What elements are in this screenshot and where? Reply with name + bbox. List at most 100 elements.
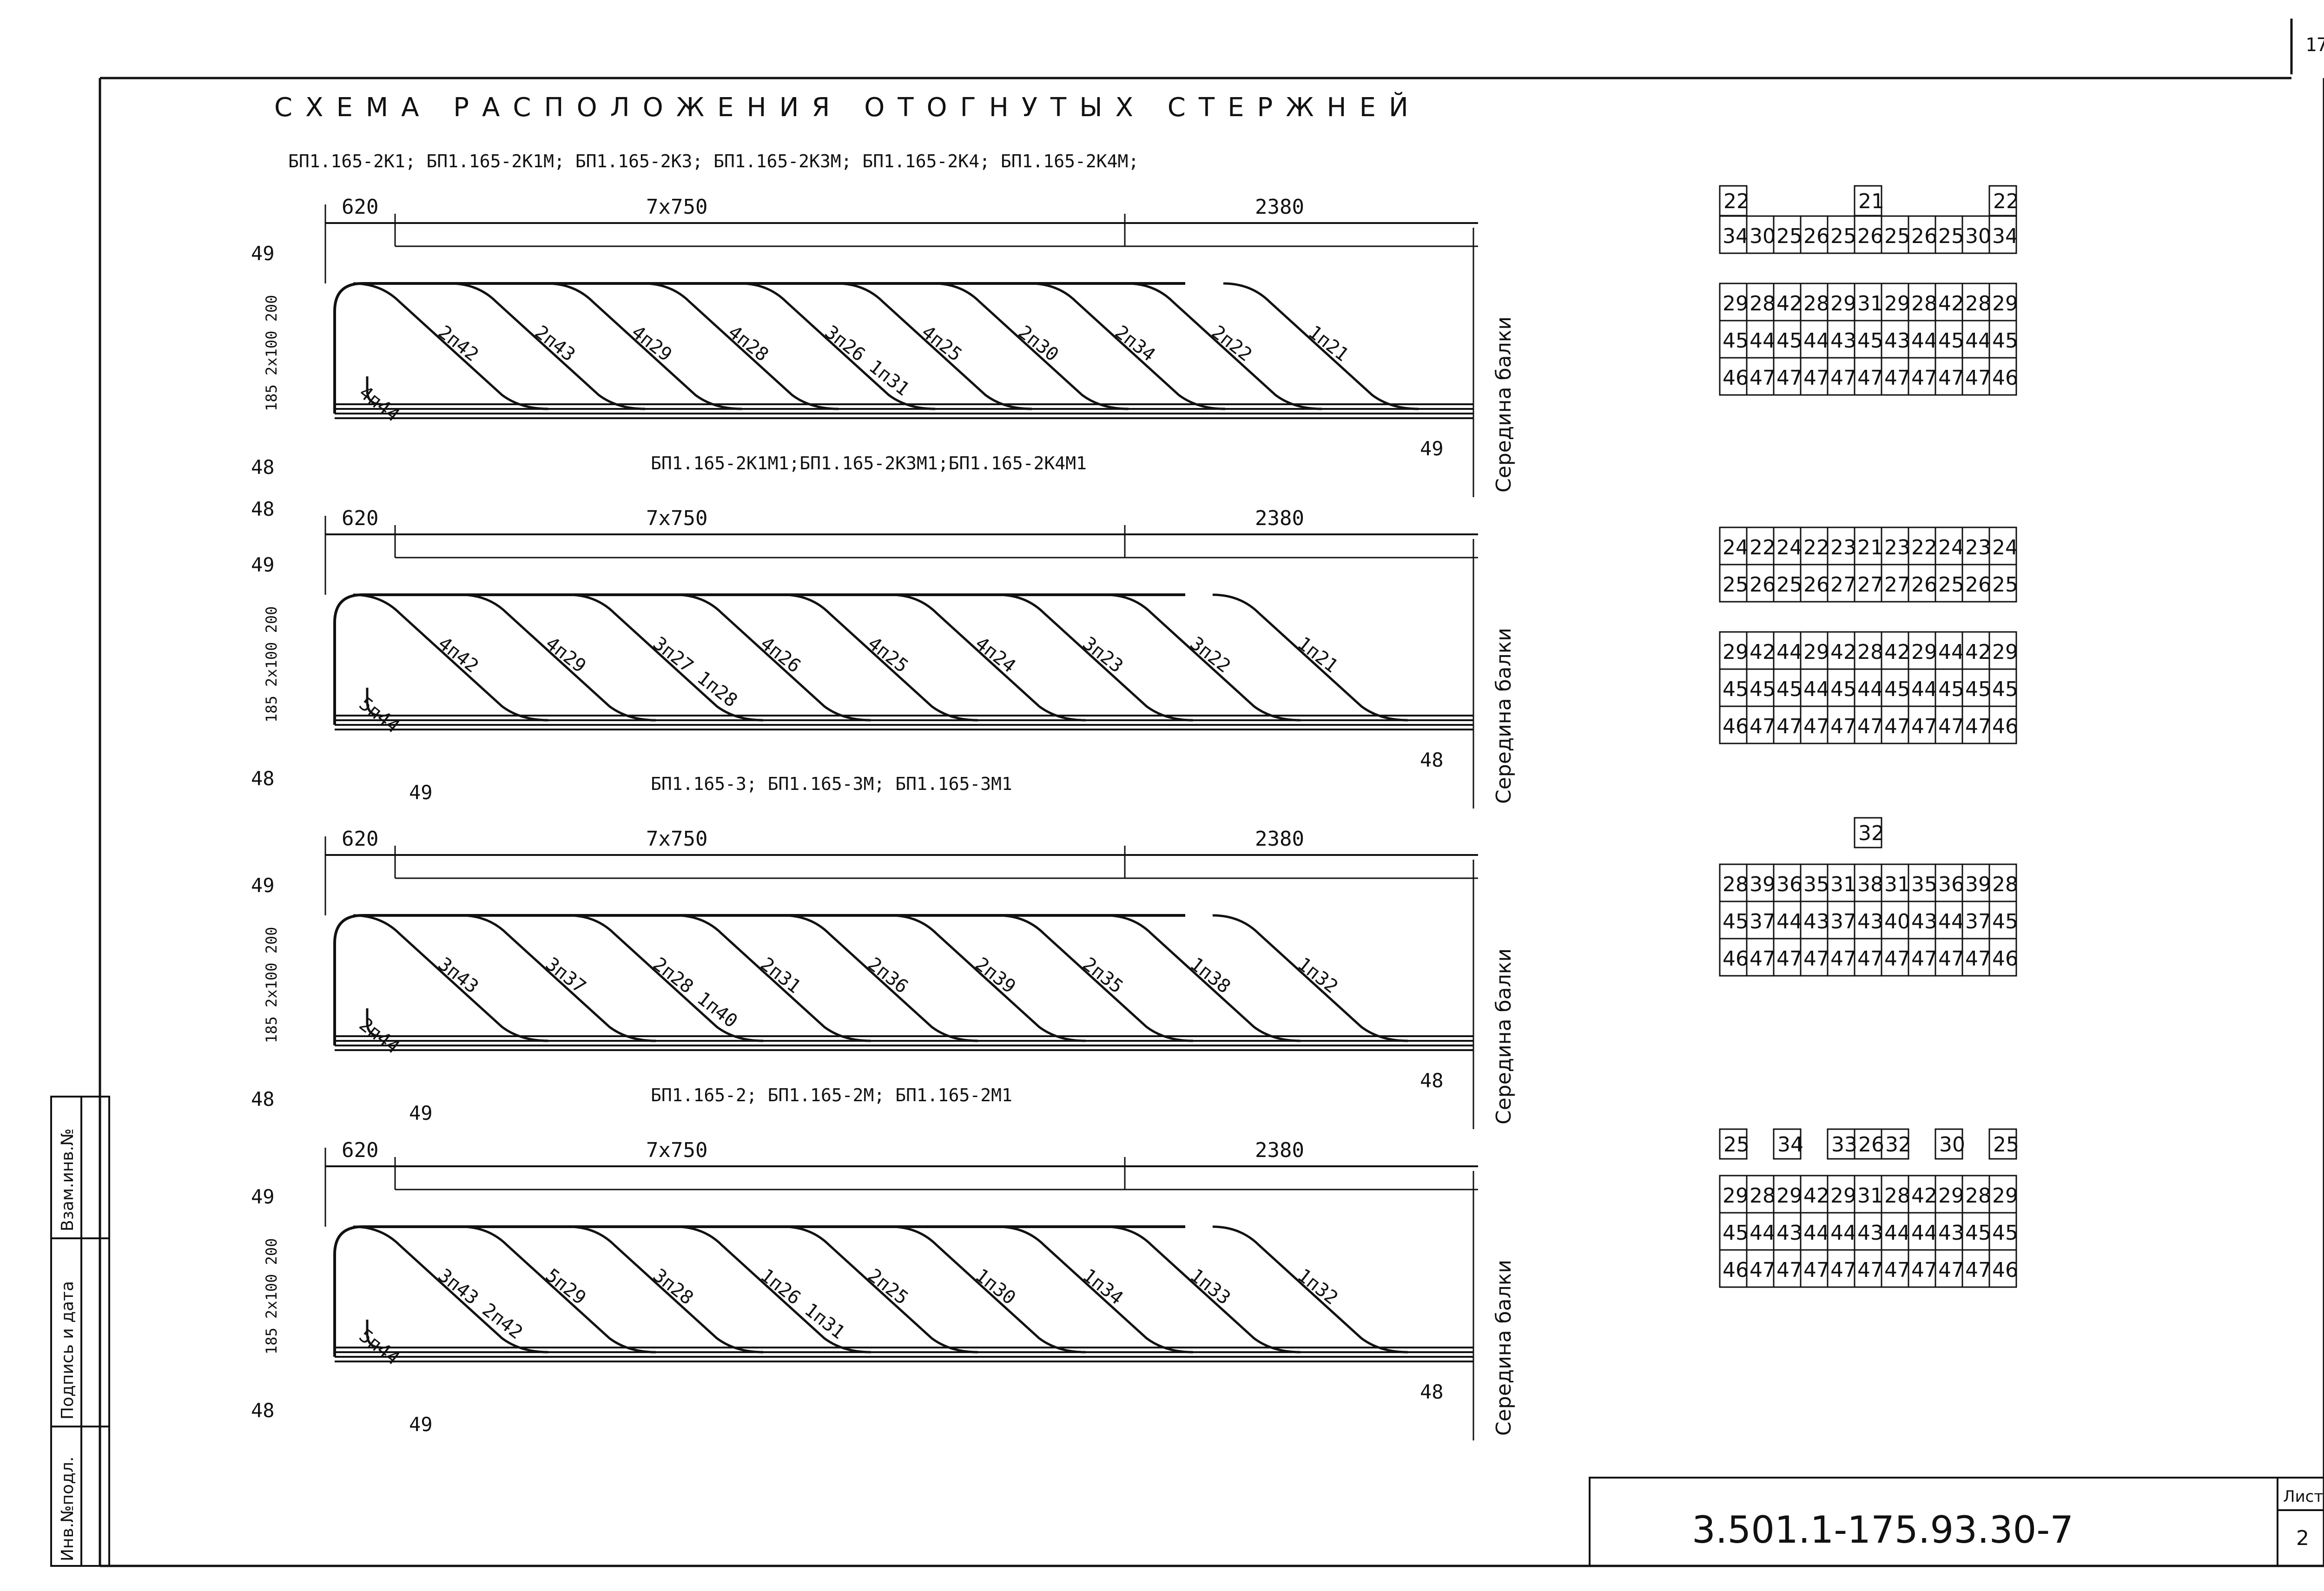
corner-bar-label: 5п44 <box>355 1325 403 1370</box>
bent-bar <box>997 593 1193 722</box>
code-cell: 45 <box>1723 329 1749 353</box>
code-cell: 47 <box>1965 366 1991 390</box>
code-cell: 23 <box>1830 536 1856 559</box>
bar-label: 4п29 <box>541 633 590 677</box>
code-cell: 47 <box>1803 715 1829 738</box>
code-cell: 47 <box>1938 715 1964 738</box>
code-cell: 43 <box>1884 329 1910 353</box>
code-cell: 45 <box>1992 329 2018 353</box>
code-cell: 29 <box>1830 292 1856 316</box>
bar-label: 1п32 <box>1294 953 1342 998</box>
code-cell: 42 <box>1884 640 1910 664</box>
code-cell: 23 <box>1965 536 1991 559</box>
bent-bar <box>643 282 839 410</box>
dim-last: 2380 <box>1255 506 1304 530</box>
code-cell: 25 <box>1830 224 1856 248</box>
page-number: 17 <box>2305 34 2324 56</box>
code-cell: 31 <box>1830 873 1856 896</box>
code-cell: 25 <box>1776 224 1802 248</box>
bar-label: 1п21 <box>1294 633 1342 677</box>
code-cell: 36 <box>1938 873 1964 896</box>
code-cell: 47 <box>1750 715 1776 738</box>
mark-bottom-left: 48 <box>251 767 275 790</box>
code-cell: 44 <box>1803 329 1829 353</box>
code-cell: 37 <box>1750 910 1776 934</box>
bar-label: 4п28 <box>724 322 772 366</box>
dim-middle: 7x750 <box>646 506 707 530</box>
code-cell: 29 <box>1803 640 1829 664</box>
bar-label: 1п30 <box>971 1265 1019 1309</box>
code-cell: 47 <box>1911 947 1937 971</box>
code-cell: 25 <box>1938 224 1964 248</box>
code-cell: 29 <box>1938 1184 1964 1208</box>
top-code: 25 <box>1723 1133 1750 1157</box>
bent-bar <box>353 1225 549 1354</box>
code-cell: 25 <box>1723 573 1749 597</box>
code-cell: 47 <box>1857 1258 1883 1282</box>
code-cell: 24 <box>1723 536 1749 559</box>
code-cell: 44 <box>1938 910 1964 934</box>
bar-label: 3п27 1п28 <box>649 633 741 712</box>
mark-bottom-right: 48 <box>1420 1381 1444 1403</box>
top-code: 33 <box>1831 1133 1857 1157</box>
code-cell: 47 <box>1776 715 1802 738</box>
beam-middle-label: Середина балки <box>1492 628 1516 804</box>
scheme-heading: БП1.165-3; БП1.165-3М; БП1.165-3М1 <box>651 774 1012 794</box>
code-cell: 28 <box>1750 1184 1776 1208</box>
code-cell: 27 <box>1830 573 1856 597</box>
bar-label: 3п23 <box>1079 633 1127 677</box>
code-cell: 47 <box>1776 1258 1802 1282</box>
bent-bar <box>890 1225 1086 1354</box>
code-cell: 24 <box>1776 536 1802 559</box>
code-cell: 25 <box>1776 573 1802 597</box>
code-cell: 47 <box>1750 1258 1776 1282</box>
bar-label: 1п26 1п31 <box>756 1265 849 1344</box>
code-cell: 22 <box>1750 536 1776 559</box>
code-cell: 45 <box>1938 677 1964 701</box>
bent-bar <box>449 282 646 410</box>
dim-last: 2380 <box>1255 827 1304 851</box>
code-cell: 42 <box>1911 1184 1937 1208</box>
code-cell: 46 <box>1992 366 2018 390</box>
bent-bar <box>890 593 1086 722</box>
code-cell: 21 <box>1857 536 1883 559</box>
code-cell: 44 <box>1857 677 1883 701</box>
code-cell: 45 <box>1992 677 2018 701</box>
code-cell: 42 <box>1965 640 1991 664</box>
bar-label: 4п29 <box>627 322 676 366</box>
code-cell: 47 <box>1911 715 1937 738</box>
code-cell: 30 <box>1965 224 1991 248</box>
bar-label: 3п28 <box>649 1265 697 1309</box>
code-cell: 28 <box>1965 292 1991 316</box>
code-cell: 44 <box>1911 1221 1937 1245</box>
bar-label: 4п26 <box>756 633 805 677</box>
code-cell: 43 <box>1776 1221 1802 1245</box>
code-cell: 36 <box>1776 873 1802 896</box>
mark-top-left: 49 <box>251 553 275 576</box>
mark-top-left: 49 <box>251 242 275 265</box>
code-cell: 34 <box>1992 224 2018 248</box>
code-cell: 47 <box>1776 947 1802 971</box>
bent-bar <box>675 593 871 722</box>
bar-label: 2п39 <box>971 953 1019 998</box>
bent-bar <box>997 1225 1193 1354</box>
bar-label: 4п24 <box>971 633 1019 677</box>
bar-label: 2п42 <box>434 322 482 366</box>
top-code: 22 <box>1723 190 1750 213</box>
bar-label: 1п34 <box>1079 1265 1127 1309</box>
code-cell: 44 <box>1884 1221 1910 1245</box>
code-cell: 47 <box>1750 947 1776 971</box>
code-cell: 22 <box>1911 536 1937 559</box>
mark-bottom-mid: 48 <box>251 498 275 520</box>
code-cell: 45 <box>1965 1221 1991 1245</box>
dim-first: 620 <box>342 195 378 219</box>
code-cell: 47 <box>1830 947 1856 971</box>
scheme-heading: БП1.165-2К1М1;БП1.165-2К3М1;БП1.165-2К4М… <box>651 453 1087 473</box>
code-cell: 45 <box>1992 1221 2018 1245</box>
bar-label: 1п21 <box>1304 322 1353 366</box>
code-cell: 29 <box>1830 1184 1856 1208</box>
bent-bar <box>675 1225 871 1354</box>
code-cell: 45 <box>1750 677 1776 701</box>
dim-first: 620 <box>342 1138 378 1162</box>
